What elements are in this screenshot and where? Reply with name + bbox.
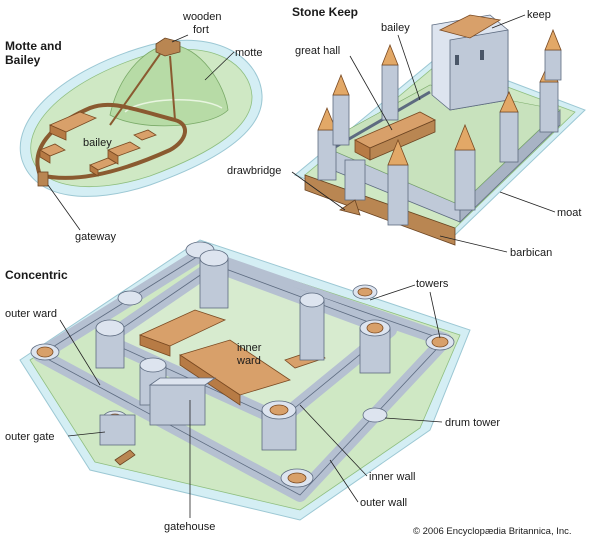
keep-round-towers (317, 28, 562, 226)
label-outer-gate: outer gate (5, 431, 55, 443)
label-outer-ward: outer ward (5, 308, 57, 320)
label-motte: motte (235, 47, 263, 59)
leader-gateway (47, 184, 81, 231)
label-drum-tower: drum tower (445, 417, 500, 429)
wooden-fort (155, 37, 181, 57)
copyright-credit: © 2006 Encyclopædia Britannica, Inc. (413, 526, 572, 537)
leader-barbican (439, 235, 508, 253)
label-towers: towers (416, 278, 449, 290)
motte-gateway (37, 171, 49, 187)
leader-drawbridge (291, 171, 346, 211)
concentric-illustration (19, 239, 471, 521)
leader-outer-gate (67, 431, 106, 437)
leader-towers-1 (369, 284, 416, 301)
leader-towers-2 (429, 291, 441, 339)
drawbridge (339, 199, 361, 216)
leader-outer-wall (329, 459, 359, 503)
motte-and-bailey-illustration (19, 37, 263, 197)
label-keep: keep (527, 9, 551, 21)
label-outer-wall: outer wall (360, 497, 407, 509)
label-inner-ward-1: inner (237, 342, 262, 354)
label-great-hall: great hall (295, 45, 340, 57)
label-bailey-motte: bailey (83, 137, 112, 149)
label-gateway: gateway (75, 231, 116, 243)
label-inner-ward-2: ward (236, 355, 261, 367)
label-inner-wall: inner wall (369, 471, 415, 483)
motte-bailey-title-line1: Motte and (5, 39, 62, 53)
label-wooden: wooden (182, 11, 222, 23)
leader-moat (499, 191, 556, 213)
concentric-title: Concentric (5, 268, 68, 282)
outer-gate (99, 414, 136, 446)
label-barbican: barbican (510, 247, 552, 259)
motte-bailey-title-line2: Bailey (5, 53, 41, 67)
label-moat: moat (557, 207, 581, 219)
label-fort: fort (193, 24, 209, 36)
leader-inner-wall (299, 404, 368, 477)
stone-keep-title: Stone Keep (292, 5, 358, 19)
leader-outer-ward (59, 319, 101, 386)
inner-towers (95, 249, 391, 451)
stone-keep-illustration (294, 14, 586, 246)
leader-keep (491, 14, 526, 29)
leader-bailey-keep (397, 34, 421, 101)
label-drawbridge: drawbridge (227, 165, 281, 177)
keep-gatehouse (344, 159, 366, 201)
leader-great-hall (349, 55, 393, 131)
label-bailey-keep: bailey (381, 22, 410, 34)
motte-mound (109, 44, 229, 127)
leader-motte (204, 51, 235, 81)
leader-fort (171, 34, 189, 43)
leader-drum-tower (384, 417, 443, 423)
label-gatehouse: gatehouse (164, 521, 215, 533)
gatehouse (149, 384, 206, 426)
